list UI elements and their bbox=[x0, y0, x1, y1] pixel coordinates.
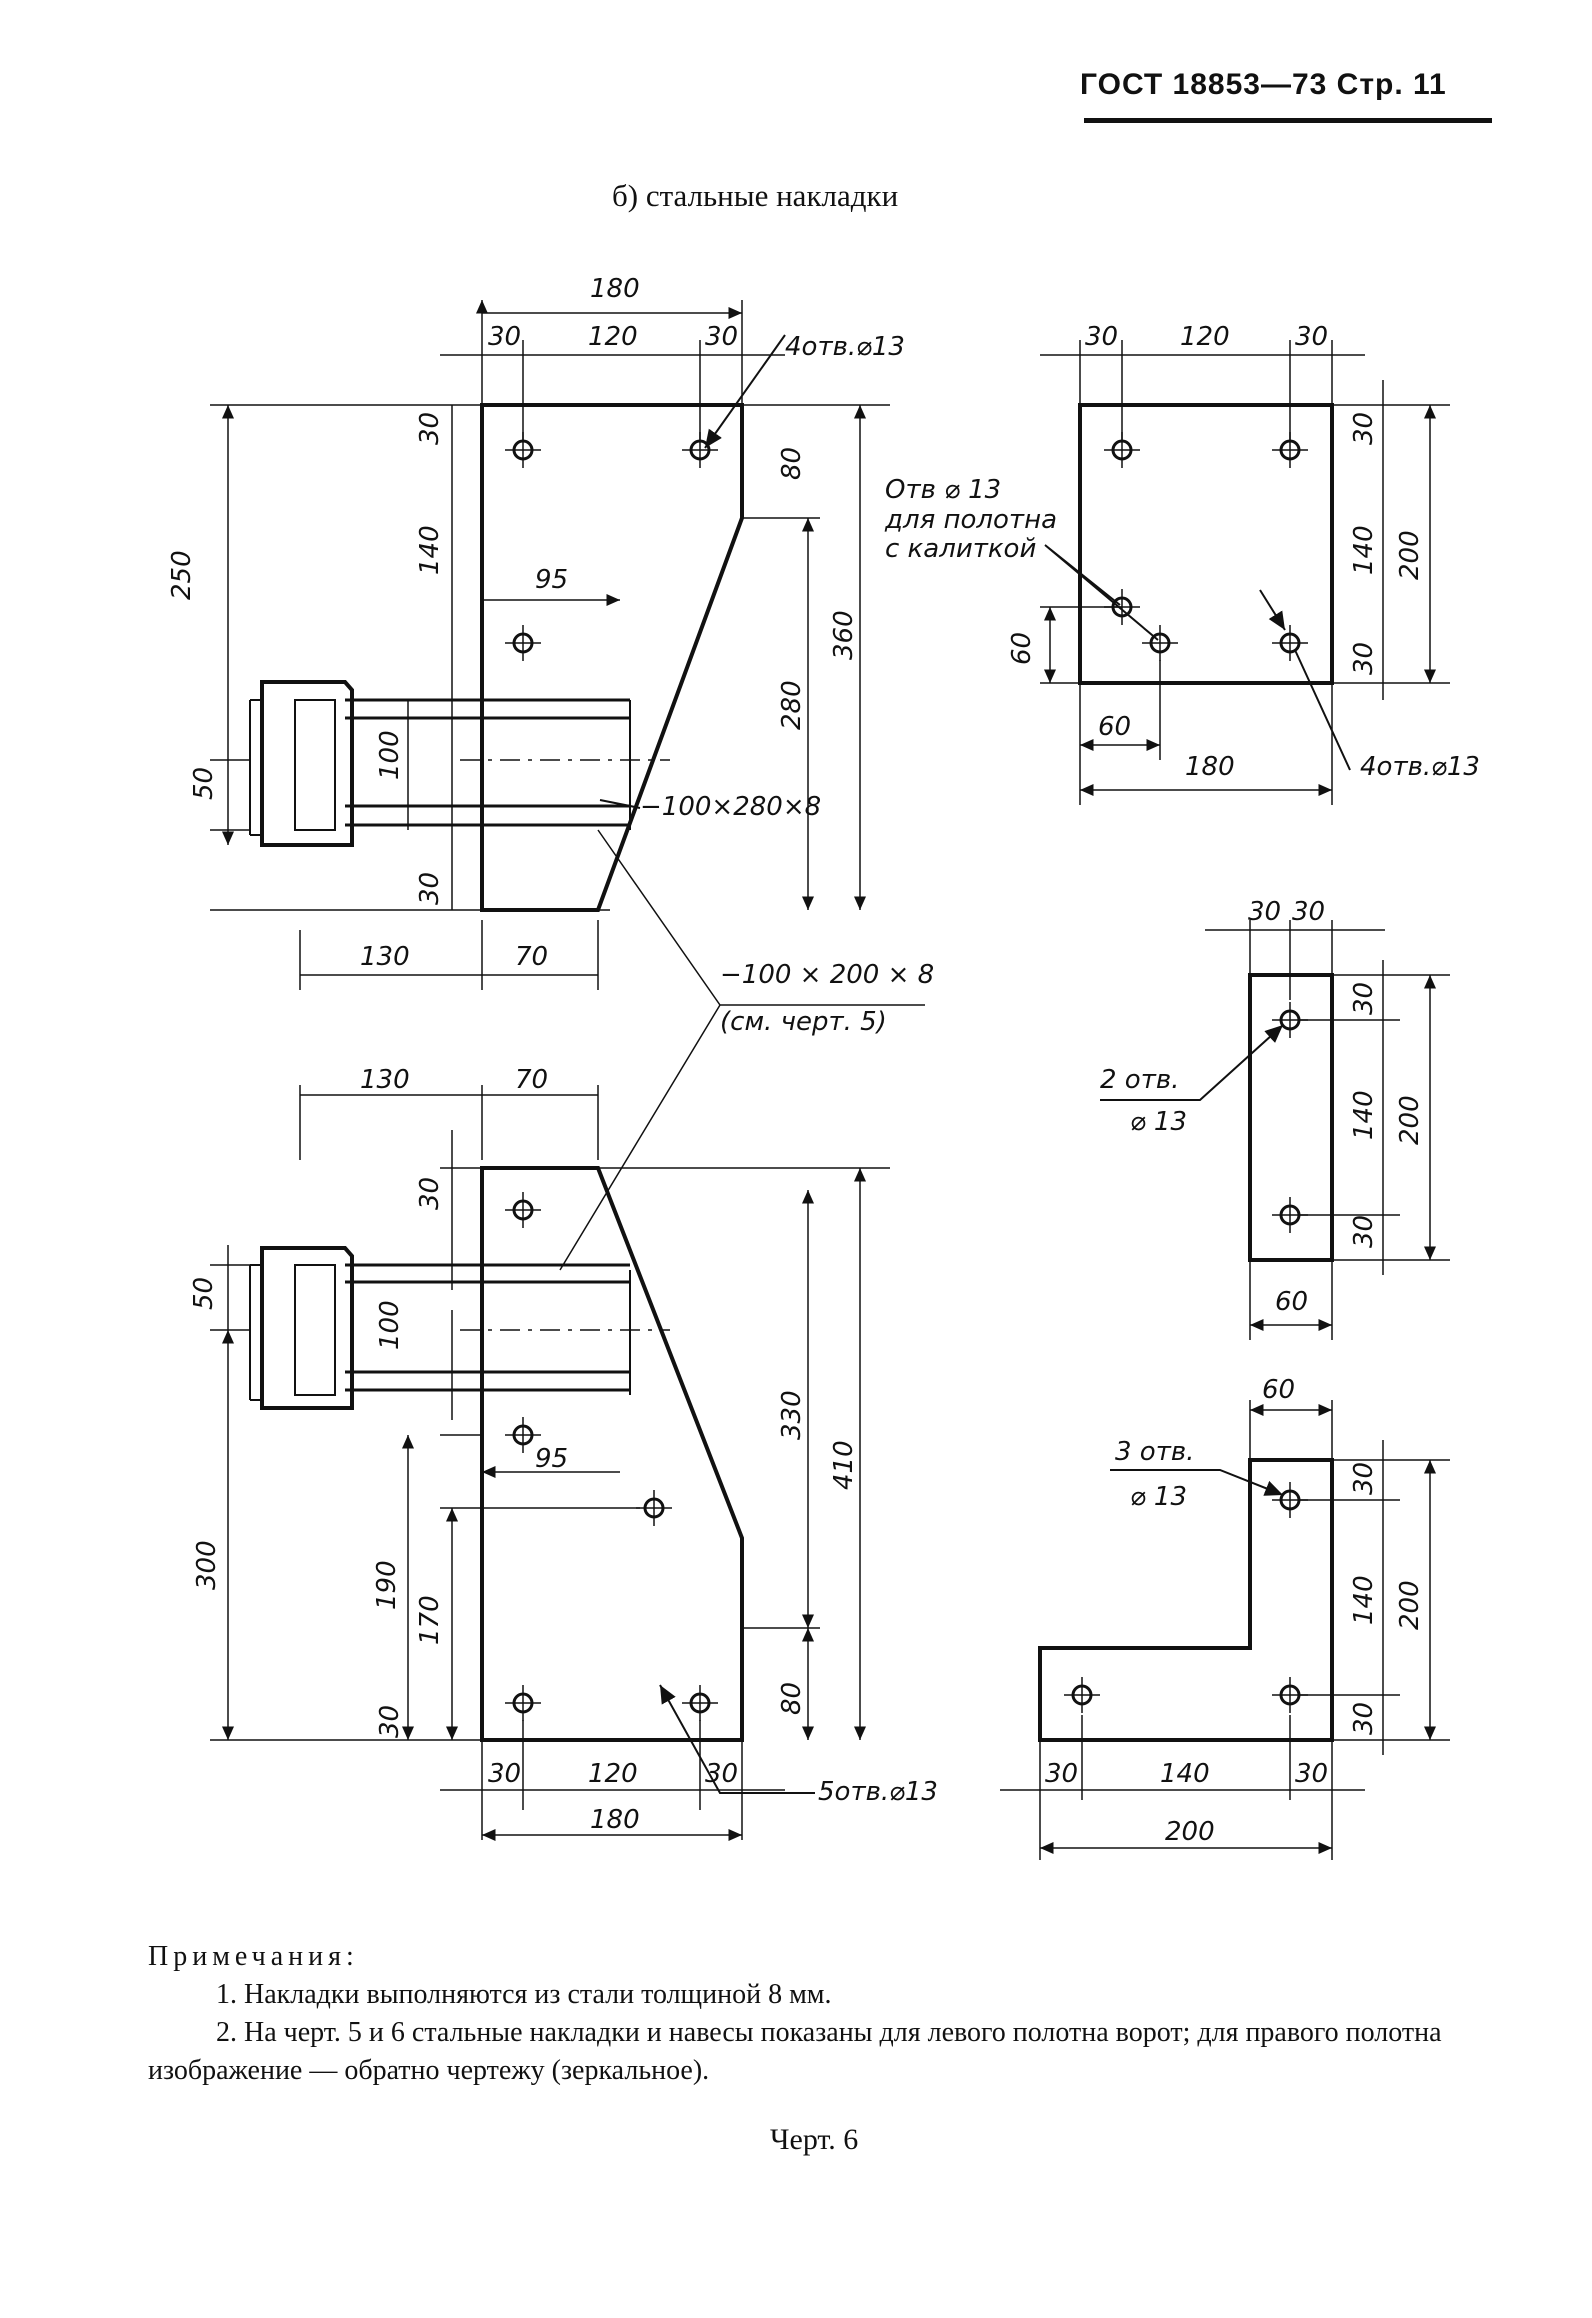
bl-dim-50: 50 bbox=[189, 1277, 219, 1310]
bl-dim-120: 120 bbox=[588, 1759, 638, 1789]
tl-dim-30c: 30 bbox=[415, 412, 445, 445]
mid-right-holes bbox=[1272, 1002, 1308, 1233]
mr-dim-200: 200 bbox=[1395, 1095, 1425, 1145]
tl-dim-30a: 30 bbox=[488, 322, 521, 352]
br-callout-holes-1: 3 отв. bbox=[1115, 1437, 1194, 1467]
mr-dim-30c: 30 bbox=[1349, 982, 1379, 1015]
tr-dim-120: 120 bbox=[1180, 322, 1230, 352]
br-dim-30c: 30 bbox=[1045, 1759, 1078, 1789]
bl-dim-130: 130 bbox=[360, 1065, 410, 1095]
tl-callout-plate: −100×280×8 bbox=[640, 792, 821, 822]
mr-dim-60: 60 bbox=[1275, 1287, 1308, 1317]
bl-callout-holes: 5отв.⌀13 bbox=[818, 1777, 938, 1807]
mr-dim-30d: 30 bbox=[1349, 1215, 1379, 1248]
bl-dim-30d: 30 bbox=[705, 1759, 738, 1789]
shared-callout-line1: −100 × 200 × 8 bbox=[720, 960, 934, 990]
bl-dim-70: 70 bbox=[515, 1065, 548, 1095]
tr-dim-140: 140 bbox=[1349, 525, 1379, 575]
header-rule bbox=[1084, 118, 1492, 123]
bottom-right-holes bbox=[1064, 1482, 1308, 1713]
top-left-hinge bbox=[249, 680, 670, 847]
top-right-holes bbox=[1104, 432, 1308, 661]
technical-drawing: 180 30 120 30 250 30 140 80 95 360 280 1… bbox=[167, 274, 1480, 1860]
bl-dim-300: 300 bbox=[192, 1540, 222, 1590]
note-item-2-text: 2. На черт. 5 и 6 стальные накладки и на… bbox=[148, 2017, 1442, 2086]
bl-dim-190: 190 bbox=[372, 1560, 402, 1610]
br-dim-30d: 30 bbox=[1295, 1759, 1328, 1789]
tr-callout-gate-3: с калиткой bbox=[885, 534, 1036, 564]
bl-dim-180: 180 bbox=[590, 1805, 640, 1835]
bl-dim-30c: 30 bbox=[488, 1759, 521, 1789]
tl-dim-70: 70 bbox=[515, 942, 548, 972]
shared-callout-line2: (см. черт. 5) bbox=[720, 1007, 887, 1037]
br-dim-140b: 140 bbox=[1160, 1759, 1210, 1789]
notes-heading: Примечания: bbox=[148, 1941, 359, 1972]
tl-dim-120: 120 bbox=[588, 322, 638, 352]
tr-dim-200: 200 bbox=[1395, 530, 1425, 580]
top-right-dimensions bbox=[1040, 340, 1450, 805]
bottom-left-plate-outline bbox=[480, 1166, 744, 1742]
tr-dim-30a: 30 bbox=[1085, 322, 1118, 352]
br-dim-30b: 30 bbox=[1349, 1702, 1379, 1735]
br-dim-200b: 200 bbox=[1165, 1817, 1215, 1847]
note-item-2: 2. На черт. 5 и 6 стальные накладки и на… bbox=[148, 2014, 1528, 2090]
tl-dim-30d: 30 bbox=[415, 872, 445, 905]
tl-dim-95: 95 bbox=[535, 565, 568, 595]
tl-callout-holes: 4отв.⌀13 bbox=[785, 332, 905, 362]
top-left-dimensions bbox=[210, 300, 890, 990]
br-dim-30a: 30 bbox=[1349, 1462, 1379, 1495]
tr-dim-60b: 60 bbox=[1098, 712, 1131, 742]
bottom-left-dimensions bbox=[210, 1085, 890, 1841]
br-dim-200a: 200 bbox=[1395, 1580, 1425, 1630]
br-dim-60: 60 bbox=[1262, 1375, 1295, 1405]
bottom-left-hinge bbox=[249, 1246, 670, 1410]
tr-callout-gate-1: Отв ⌀ 13 bbox=[885, 475, 1001, 505]
top-left-plate-outline bbox=[480, 403, 744, 912]
bl-dim-170: 170 bbox=[415, 1595, 445, 1645]
top-left-holes bbox=[505, 432, 718, 661]
bl-dim-30b: 30 bbox=[375, 1705, 405, 1738]
mr-callout-holes-1: 2 отв. bbox=[1100, 1065, 1179, 1095]
tr-callout-gate-2: для полотна bbox=[884, 505, 1057, 535]
br-callout-holes-2: ⌀ 13 bbox=[1130, 1482, 1187, 1512]
bl-dim-95: 95 bbox=[535, 1444, 568, 1474]
mid-right-plate-outline bbox=[1248, 973, 1334, 1262]
bl-dim-30a: 30 bbox=[415, 1177, 445, 1210]
tl-dim-360: 360 bbox=[829, 610, 859, 660]
mr-callout-holes-2: ⌀ 13 bbox=[1130, 1107, 1187, 1137]
tr-dim-30c: 30 bbox=[1349, 412, 1379, 445]
figure-caption: Черт. 6 bbox=[770, 2123, 859, 2156]
tl-dim-80: 80 bbox=[777, 447, 807, 480]
page-header-standard: ГОСТ 18853—73 Стр. 11 bbox=[1080, 68, 1447, 101]
bl-dim-80: 80 bbox=[777, 1682, 807, 1715]
bl-dim-410: 410 bbox=[829, 1440, 859, 1490]
tl-dim-50: 50 bbox=[189, 767, 219, 800]
tl-dim-100: 100 bbox=[375, 730, 405, 780]
bl-dim-100: 100 bbox=[375, 1300, 405, 1350]
tr-dim-30d: 30 bbox=[1349, 642, 1379, 675]
tl-dim-30b: 30 bbox=[705, 322, 738, 352]
tl-dim-140: 140 bbox=[415, 525, 445, 575]
notes-section: Примечания: 1. Накладки выполняются из с… bbox=[148, 1938, 1528, 2090]
tr-dim-60a: 60 bbox=[1007, 632, 1037, 665]
note-item-1: 1. Накладки выполняются из стали толщино… bbox=[216, 1979, 832, 2010]
tr-dim-30b: 30 bbox=[1295, 322, 1328, 352]
mid-right-dimensions bbox=[1100, 920, 1450, 1340]
bl-dim-330: 330 bbox=[777, 1390, 807, 1440]
mr-dim-30b: 30 bbox=[1292, 897, 1325, 927]
tr-dim-180: 180 bbox=[1185, 752, 1235, 782]
bottom-right-dimensions bbox=[1000, 1400, 1450, 1860]
mr-dim-140: 140 bbox=[1349, 1090, 1379, 1140]
top-right-plate-outline bbox=[1078, 403, 1334, 685]
mr-dim-30a: 30 bbox=[1248, 897, 1281, 927]
bottom-left-holes bbox=[505, 1192, 718, 1721]
tl-dim-180: 180 bbox=[590, 274, 640, 304]
tl-dim-280: 280 bbox=[777, 680, 807, 730]
tl-dim-130: 130 bbox=[360, 942, 410, 972]
br-dim-140a: 140 bbox=[1349, 1575, 1379, 1625]
tl-dim-250: 250 bbox=[167, 550, 197, 600]
tr-callout-holes: 4отв.⌀13 bbox=[1360, 752, 1480, 782]
section-subtitle: б) стальные накладки bbox=[612, 178, 899, 213]
